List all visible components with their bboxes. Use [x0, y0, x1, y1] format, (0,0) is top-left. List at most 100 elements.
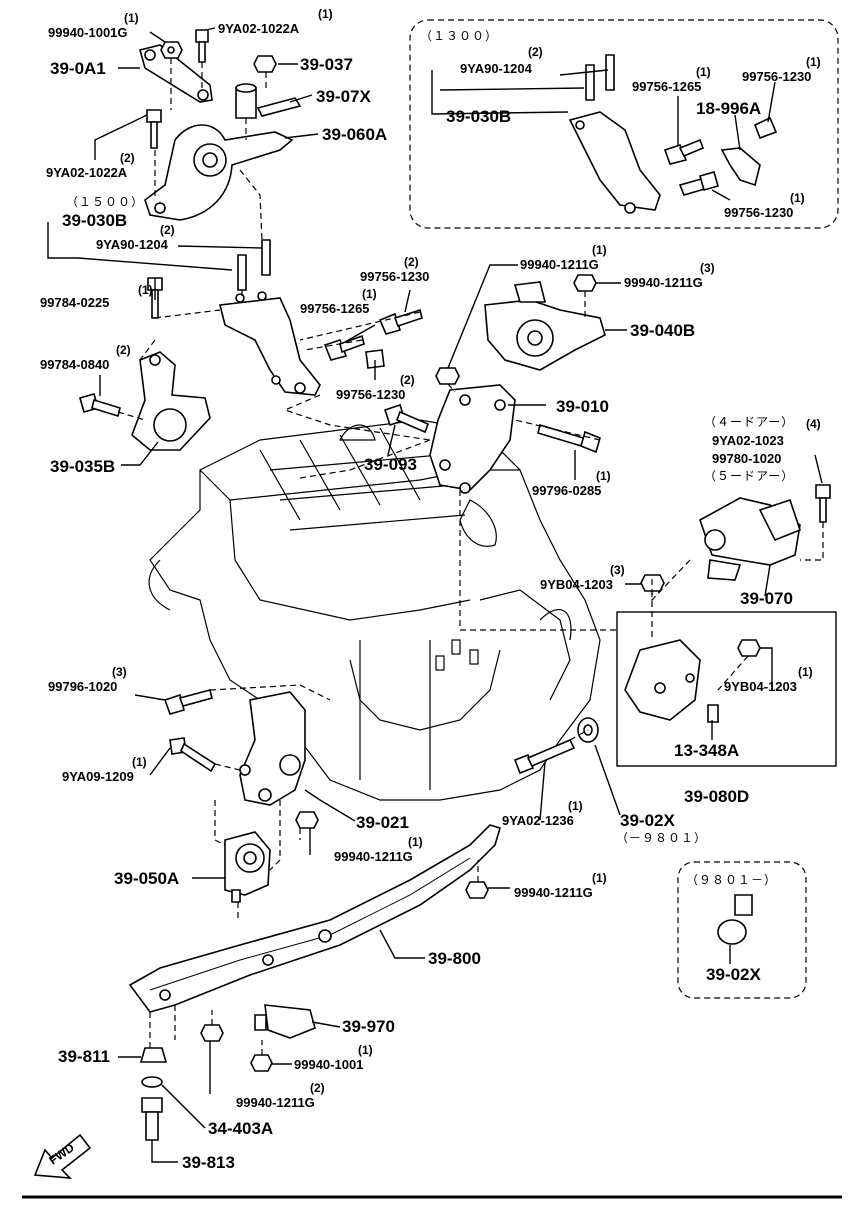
- fwd-arrow-icon: [33, 1133, 92, 1179]
- label-99940-1001: 99940-1001: [294, 1057, 364, 1072]
- nut-39-037: [253, 55, 277, 73]
- label-99940-1211g-e: 99940-1211G: [236, 1095, 315, 1110]
- engine-block: [148, 419, 601, 801]
- bracket-13-348a: [624, 639, 719, 723]
- label-99756-1265-box: 99756-1265: [632, 79, 702, 94]
- mount-39-035b: [131, 351, 211, 451]
- qty-99756-1265-box: (1): [696, 65, 711, 79]
- note-to-9801: （－９８０１）: [616, 831, 708, 845]
- mount-39-070: [699, 497, 801, 581]
- washer-34-403a: [141, 1076, 163, 1088]
- label-13-348a: 13-348A: [674, 741, 740, 760]
- mount-39-040b: [484, 281, 606, 371]
- bolt-99756-1265-a: [323, 334, 365, 361]
- label-39-037: 39-037: [300, 55, 353, 74]
- label-39-050a: 39-050A: [114, 869, 180, 888]
- qty-99940-1211g-a: (1): [592, 243, 607, 257]
- nut-99940-1211g-c: [295, 811, 319, 829]
- bracket-39-030b-1500: [219, 291, 321, 396]
- label-39-07x: 39-07X: [316, 87, 371, 106]
- qty-9ya02-1023: (4): [806, 417, 821, 431]
- qty-99940-1211g-b: (3): [700, 261, 715, 275]
- label-9ya09-1209: 9YA09-1209: [62, 769, 134, 784]
- label-39-010: 39-010: [556, 397, 609, 416]
- crossmember-39-800: [128, 824, 501, 1013]
- label-39-02x-a: 39-02X: [620, 811, 675, 830]
- qty-9ya90-1204-box: (2): [528, 45, 543, 59]
- qty-9ya02-1022a-top: (1): [318, 7, 333, 21]
- qty-99756-1230-a: (2): [404, 255, 419, 269]
- label-9ya02-1236: 9YA02-1236: [502, 813, 574, 828]
- label-99940-1211g-b: 99940-1211G: [624, 275, 703, 290]
- bolt-39-093: [383, 403, 430, 434]
- label-39-070: 39-070: [740, 589, 793, 608]
- assembly-dash-lines: [117, 58, 824, 1055]
- label-39-035b: 39-035B: [50, 457, 116, 476]
- qty-9ya02-1236: (1): [568, 799, 583, 813]
- label-39-0a1: 39-0A1: [50, 59, 106, 78]
- label-39-093: 39-093: [364, 455, 417, 474]
- bolt-9ya02-1022a-top: [195, 29, 209, 63]
- label-39-040b: 39-040B: [630, 321, 696, 340]
- label-99784-0840: 99784-0840: [40, 357, 110, 372]
- bolt-99756-1230-box1: [753, 116, 778, 140]
- bolt-99784-0840: [79, 393, 121, 418]
- label-39-02x-b: 39-02X: [706, 965, 761, 984]
- nut-9yb04-1203-b: [737, 639, 761, 657]
- bolt-9ya02-1023: [815, 484, 831, 523]
- qty-99940-1211g-c: (1): [408, 835, 423, 849]
- label-99756-1230-a: 99756-1230: [360, 269, 430, 284]
- note-from-9801: （９８０１－）: [686, 873, 778, 887]
- label-34-403a: 34-403A: [208, 1119, 274, 1138]
- label-99940-1211g-a: 99940-1211G: [520, 257, 599, 272]
- note-4-door: （４ードアー）: [704, 415, 795, 429]
- label-99940-1211g-c: 99940-1211G: [334, 849, 413, 864]
- label-99780-1020: 99780-1020: [712, 451, 782, 466]
- bracket-39-010: [429, 384, 516, 494]
- label-9ya02-1022a-left: 9YA02-1022A: [46, 165, 128, 180]
- rubber-39-811: [139, 1047, 168, 1063]
- nut-99940-1211g-d: [465, 881, 489, 899]
- bolt-99796-1020: [163, 689, 213, 715]
- bolt-99756-1265-box: [663, 138, 705, 165]
- bracket-39-970: [254, 1004, 316, 1039]
- label-99940-1211g-d: 99940-1211G: [514, 885, 593, 900]
- qty-99784-0225: (1): [138, 283, 153, 297]
- qty-9ya09-1209: (1): [132, 755, 147, 769]
- bracket-39-0a1: [139, 44, 213, 103]
- label-39-800: 39-800: [428, 949, 481, 968]
- nut-99940-1211g-a: [435, 367, 460, 385]
- bolt-99756-1230-box2: [678, 171, 719, 196]
- label-18-996a: 18-996A: [696, 99, 762, 118]
- qty-9ya90-1204-left: (2): [160, 223, 175, 237]
- nut-99940-1001: [250, 1054, 273, 1072]
- leader-lines: [47, 27, 823, 1163]
- label-99796-0285: 99796-0285: [532, 483, 602, 498]
- qty-99756-1230-b: (2): [400, 373, 415, 387]
- bracket-39-021: [239, 691, 306, 806]
- label-39-970: 39-970: [342, 1017, 395, 1036]
- qty-9yb04-1203-b: (1): [798, 665, 813, 679]
- qty-99940-1211g-e: (2): [310, 1081, 325, 1095]
- label-39-021: 39-021: [356, 813, 409, 832]
- label-99756-1265-a: 99756-1265: [300, 301, 370, 316]
- label-39-030b-box: 39-030B: [446, 107, 512, 126]
- label-9yb04-1203-a: 9YB04-1203: [540, 577, 613, 592]
- label-9ya02-1023: 9YA02-1023: [712, 433, 784, 448]
- label-99756-1230-box1: 99756-1230: [742, 69, 812, 84]
- qty-99756-1265-a: (1): [362, 287, 377, 301]
- label-9ya90-1204-left: 9YA90-1204: [96, 237, 168, 252]
- box-39-080d: [616, 611, 837, 767]
- qty-99940-1001: (1): [358, 1043, 373, 1057]
- bolt-9ya09-1209: [169, 737, 217, 773]
- bolt-9ya02-1022a-left: [146, 109, 162, 149]
- box-9801-variant: [677, 861, 807, 999]
- nut-99940-1211g-b: [573, 274, 597, 292]
- mount-39-050a: [224, 831, 271, 903]
- bushing-39-02x-b: [717, 894, 753, 945]
- label-99756-1230-box2: 99756-1230: [724, 205, 794, 220]
- bracket-39-030b-1300: [568, 54, 661, 214]
- nut-99940-1001g-top: [160, 41, 183, 59]
- label-39-030b-left: 39-030B: [62, 211, 128, 230]
